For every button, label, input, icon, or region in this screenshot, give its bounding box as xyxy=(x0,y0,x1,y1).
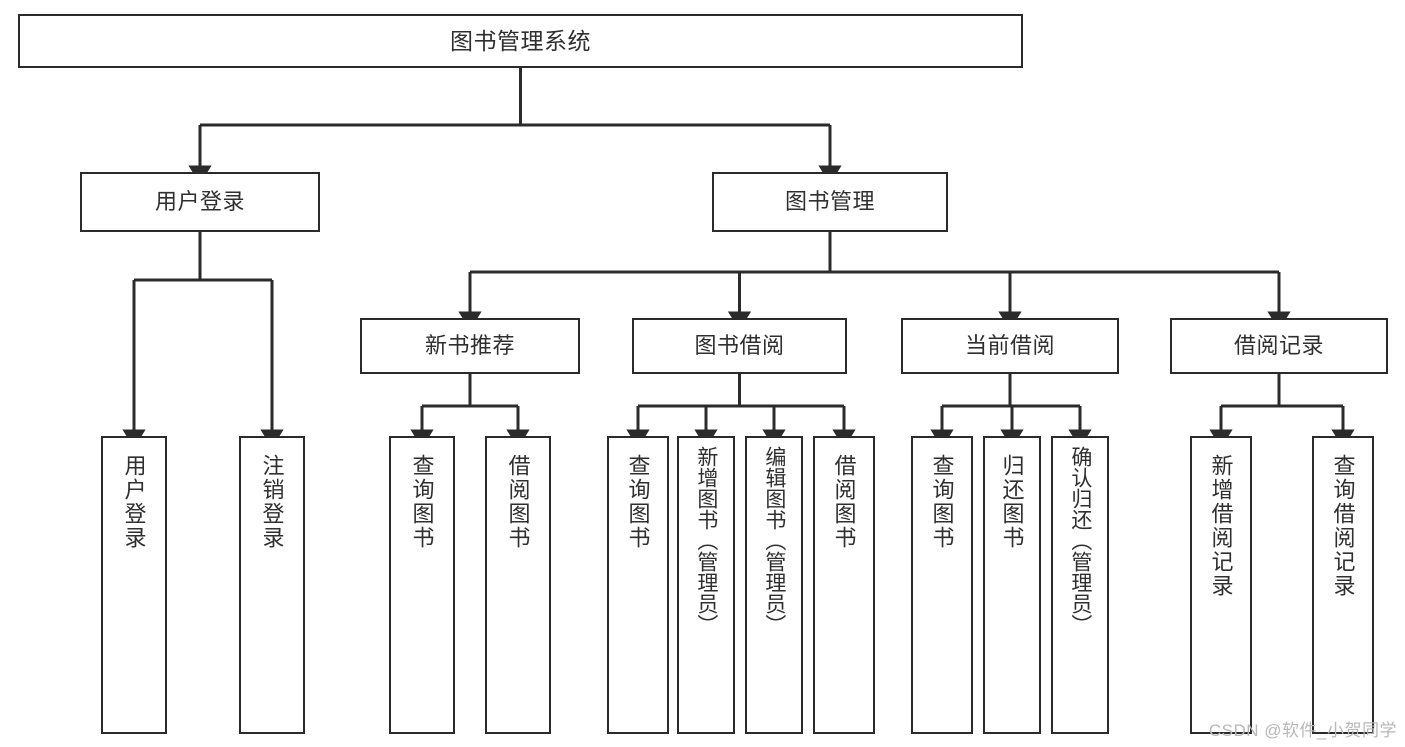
node-leaf-add-book[interactable]: 新增图书（管理员） xyxy=(677,436,735,734)
node-label: 借阅图书 xyxy=(831,454,857,550)
node-leaf-confirm-return[interactable]: 确认归还（管理员） xyxy=(1051,436,1109,734)
node-book-borrow[interactable]: 图书借阅 xyxy=(632,318,847,374)
node-label: 图书借阅 xyxy=(694,333,785,359)
node-label: 借阅记录 xyxy=(1233,333,1324,359)
node-label: 查询图书 xyxy=(929,454,955,550)
node-label: 新增借阅记录 xyxy=(1208,454,1234,598)
node-leaf-query-book-3[interactable]: 查询图书 xyxy=(911,436,973,734)
node-label: 用户登录 xyxy=(121,454,147,550)
node-label: 编辑图书（管理员） xyxy=(762,446,786,635)
node-label: 查询图书 xyxy=(409,454,435,550)
node-label: 新书推荐 xyxy=(424,333,515,359)
node-root[interactable]: 图书管理系统 xyxy=(18,14,1023,68)
node-label: 借阅图书 xyxy=(505,454,531,550)
node-leaf-return-book[interactable]: 归还图书 xyxy=(983,436,1041,734)
node-leaf-query-book-1[interactable]: 查询图书 xyxy=(389,436,455,734)
node-leaf-borrow-book-1[interactable]: 借阅图书 xyxy=(485,436,551,734)
node-current-borrow[interactable]: 当前借阅 xyxy=(901,318,1119,374)
node-leaf-borrow-book-2[interactable]: 借阅图书 xyxy=(813,436,875,734)
node-label: 用户登录 xyxy=(154,189,245,215)
node-leaf-query-book-2[interactable]: 查询图书 xyxy=(607,436,669,734)
node-book-manage[interactable]: 图书管理 xyxy=(712,172,948,232)
node-label: 查询图书 xyxy=(625,454,651,550)
node-leaf-logout[interactable]: 注销登录 xyxy=(239,436,305,734)
node-label: 图书管理系统 xyxy=(450,27,591,54)
node-leaf-user-login[interactable]: 用户登录 xyxy=(101,436,167,734)
node-leaf-query-record[interactable]: 查询借阅记录 xyxy=(1312,436,1374,734)
node-label: 当前借阅 xyxy=(964,333,1055,359)
node-label: 确认归还（管理员） xyxy=(1068,446,1092,635)
node-label: 图书管理 xyxy=(784,189,875,215)
node-leaf-add-record[interactable]: 新增借阅记录 xyxy=(1190,436,1252,734)
node-label: 查询借阅记录 xyxy=(1330,454,1356,598)
node-new-book-rec[interactable]: 新书推荐 xyxy=(360,318,580,374)
node-user-login[interactable]: 用户登录 xyxy=(80,172,320,232)
watermark: CSDN @软件_小贺同学 xyxy=(1208,721,1397,740)
node-label: 归还图书 xyxy=(999,454,1025,550)
node-label: 新增图书（管理员） xyxy=(694,446,718,635)
node-label: 注销登录 xyxy=(259,454,285,550)
node-leaf-edit-book[interactable]: 编辑图书（管理员） xyxy=(745,436,803,734)
node-borrow-record[interactable]: 借阅记录 xyxy=(1170,318,1388,374)
